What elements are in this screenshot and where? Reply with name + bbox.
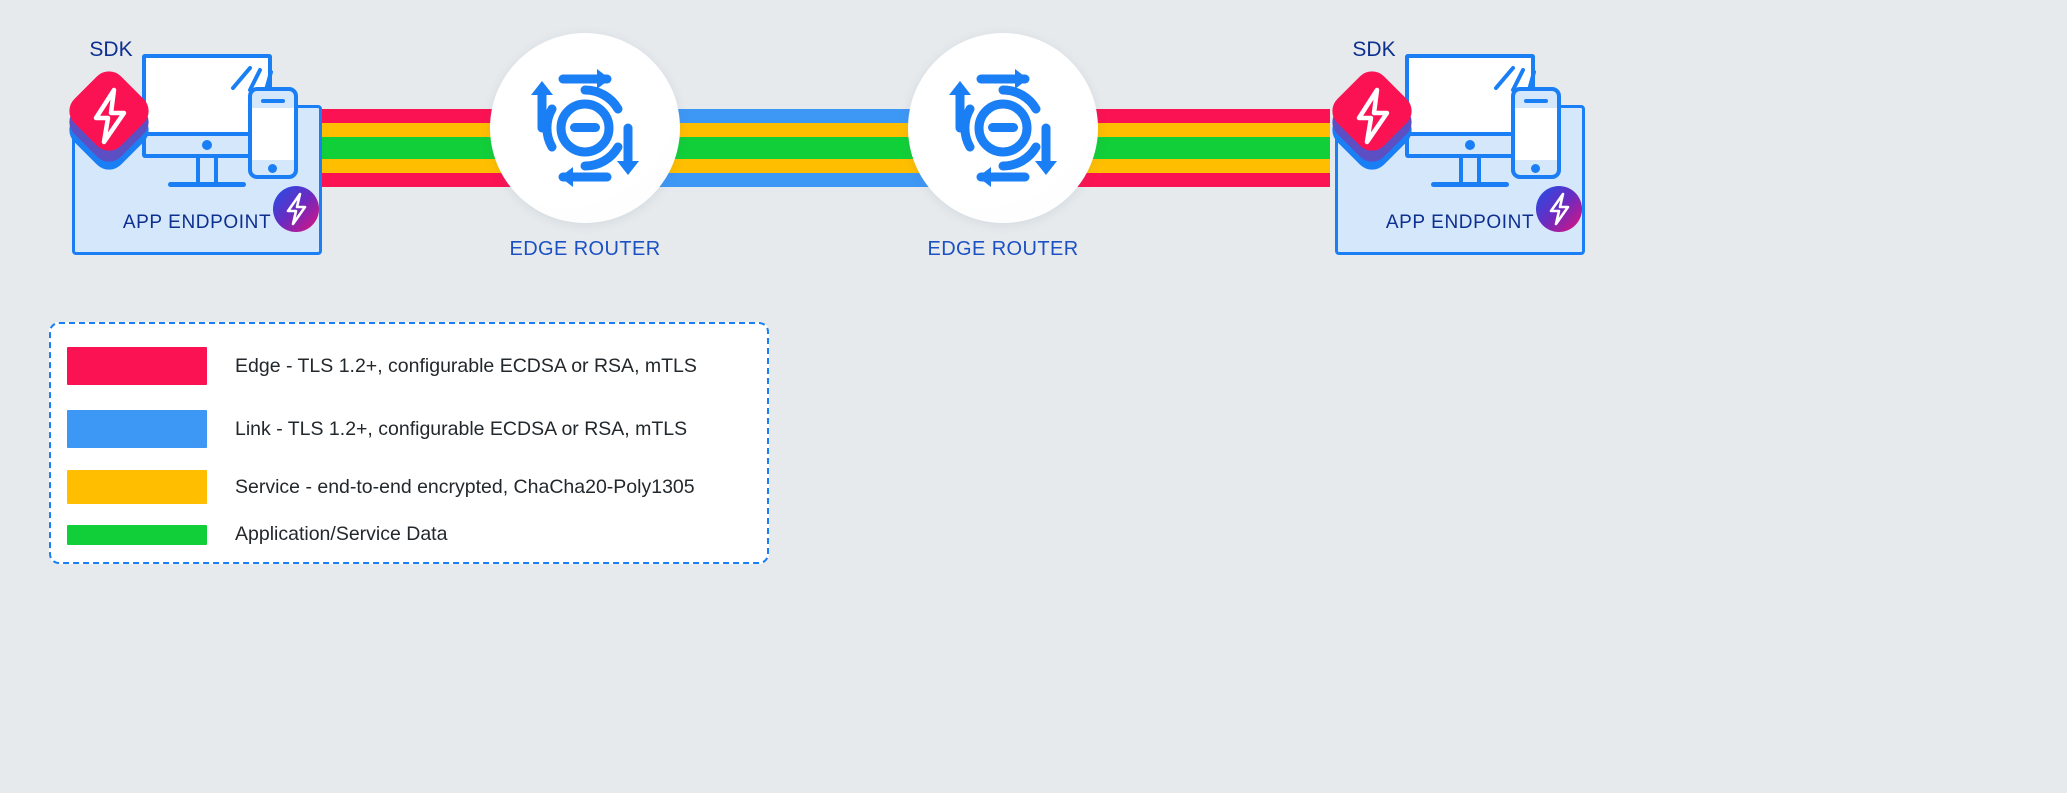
phone-screen-icon: [252, 108, 294, 160]
lightning-bolt-icon: [93, 87, 127, 145]
sdk-label: SDK: [89, 38, 133, 61]
band-service-top-mid: [585, 123, 1003, 137]
router-circular-arrows-icon: [531, 69, 639, 187]
band-data-mid: [585, 137, 1003, 159]
legend-item-service: Service - end-to-end encrypted, ChaCha20…: [67, 470, 695, 504]
ziti-bolt-badge-icon: [1536, 186, 1582, 232]
link-color-swatch: [67, 410, 207, 448]
device-cluster: [142, 54, 332, 187]
app-endpoint-right[interactable]: SDK APP ENDPOINT: [1325, 30, 1655, 280]
phone-speaker-icon: [261, 99, 285, 103]
legend-item-label: Application/Service Data: [235, 523, 448, 545]
legend-item-label: Link - TLS 1.2+, configurable ECDSA or R…: [235, 417, 688, 440]
service-color-swatch: [67, 470, 207, 504]
router-circular-arrows-icon: [949, 69, 1057, 187]
monitor-foot-icon: [1431, 182, 1509, 187]
monitor-neck-icon: [1459, 158, 1481, 184]
ziti-bolt-badge-icon: [273, 186, 319, 232]
legend-item-label: Edge - TLS 1.2+, configurable ECDSA or R…: [235, 354, 697, 377]
band-service-bot-mid: [585, 159, 1003, 173]
lightning-bolt-icon: [286, 192, 307, 226]
device-cluster: [1405, 54, 1595, 187]
band-edge-bot-right: [1003, 173, 1330, 187]
lightning-bolt-icon: [1549, 192, 1570, 226]
phone-home-dot-icon: [268, 164, 277, 173]
phone-screen-icon: [1515, 108, 1557, 160]
band-link-top-mid: [585, 109, 1003, 123]
monitor-neck-icon: [196, 158, 218, 184]
app-endpoint-left[interactable]: SDK APP ENDPOINT: [62, 30, 392, 280]
lightning-bolt-icon: [1356, 87, 1390, 145]
edge-router-1-label: EDGE ROUTER: [509, 238, 661, 260]
monitor-dot-icon: [1465, 140, 1475, 150]
phone-speaker-icon: [1524, 99, 1548, 103]
legend-item-edge: Edge - TLS 1.2+, configurable ECDSA or R…: [67, 347, 697, 385]
band-link-bot-mid: [585, 173, 1003, 187]
app-endpoint-label: APP ENDPOINT: [122, 212, 272, 233]
monitor-dot-icon: [202, 140, 212, 150]
legend-item-application-data: Application/Service Data: [67, 523, 447, 546]
legend-item-link: Link - TLS 1.2+, configurable ECDSA or R…: [67, 410, 687, 448]
legend-panel: Edge - TLS 1.2+, configurable ECDSA or R…: [49, 322, 769, 564]
sdk-stack-icon: [1325, 64, 1421, 177]
application-data-swatch: [67, 524, 207, 545]
sdk-label: SDK: [1352, 38, 1396, 61]
edge-color-swatch: [67, 347, 207, 385]
phone-home-dot-icon: [1531, 164, 1540, 173]
legend-item-label: Service - end-to-end encrypted, ChaCha20…: [235, 475, 695, 498]
sdk-stack-icon: [62, 64, 158, 177]
edge-router-2-label: EDGE ROUTER: [927, 238, 1079, 260]
app-endpoint-label: APP ENDPOINT: [1385, 212, 1535, 233]
monitor-foot-icon: [168, 182, 246, 187]
